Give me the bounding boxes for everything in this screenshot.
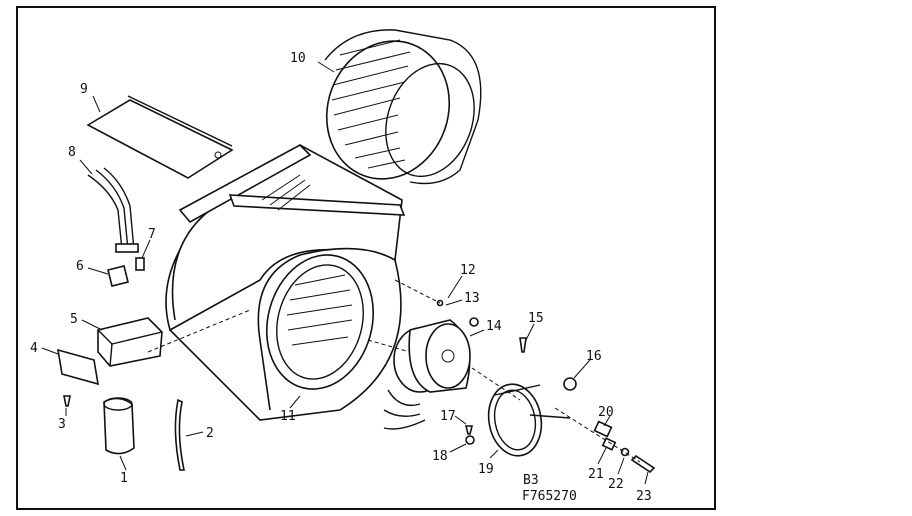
strap bbox=[174, 398, 185, 471]
callout-18: 18 bbox=[432, 449, 448, 464]
callout-8: 8 bbox=[68, 145, 76, 160]
motor-mount-ring bbox=[487, 383, 571, 457]
plug-and-clip bbox=[107, 257, 145, 287]
callout-7: 7 bbox=[148, 227, 156, 242]
callout-12: 12 bbox=[460, 263, 476, 278]
callout-5: 5 bbox=[70, 312, 78, 327]
callout-17: 17 bbox=[440, 409, 456, 424]
callout-19: 19 bbox=[478, 462, 494, 477]
callout-16: 16 bbox=[586, 349, 602, 364]
diagram-code-line1: B3 bbox=[523, 473, 539, 488]
callout-15: 15 bbox=[528, 311, 544, 326]
callout-labels: 1 2 3 4 5 6 7 8 9 10 11 12 13 14 15 16 1… bbox=[30, 51, 652, 504]
motor bbox=[383, 319, 471, 430]
callout-6: 6 bbox=[76, 259, 84, 274]
callout-1: 1 bbox=[120, 471, 128, 486]
wiring-harness bbox=[87, 167, 139, 253]
blower-housing bbox=[165, 144, 406, 421]
callout-21: 21 bbox=[588, 467, 604, 482]
assembly-lines bbox=[147, 279, 641, 463]
callout-9: 9 bbox=[80, 82, 88, 97]
diagram-code-line2: F765270 bbox=[522, 489, 577, 504]
callout-22: 22 bbox=[608, 477, 624, 492]
callout-11: 11 bbox=[280, 409, 296, 424]
blower-wheel bbox=[324, 29, 482, 185]
callout-14: 14 bbox=[486, 319, 502, 334]
callout-13: 13 bbox=[464, 291, 480, 306]
callout-2: 2 bbox=[206, 426, 214, 441]
hardware bbox=[436, 299, 656, 474]
cover-plate bbox=[86, 95, 234, 179]
callout-4: 4 bbox=[30, 341, 38, 356]
screw-3 bbox=[63, 395, 71, 407]
callout-20: 20 bbox=[598, 405, 614, 420]
callout-10: 10 bbox=[290, 51, 306, 66]
leader-lines bbox=[41, 61, 649, 485]
callout-3: 3 bbox=[58, 417, 66, 432]
capacitor bbox=[103, 397, 135, 455]
junction-box bbox=[57, 317, 163, 386]
callout-23: 23 bbox=[636, 489, 652, 504]
